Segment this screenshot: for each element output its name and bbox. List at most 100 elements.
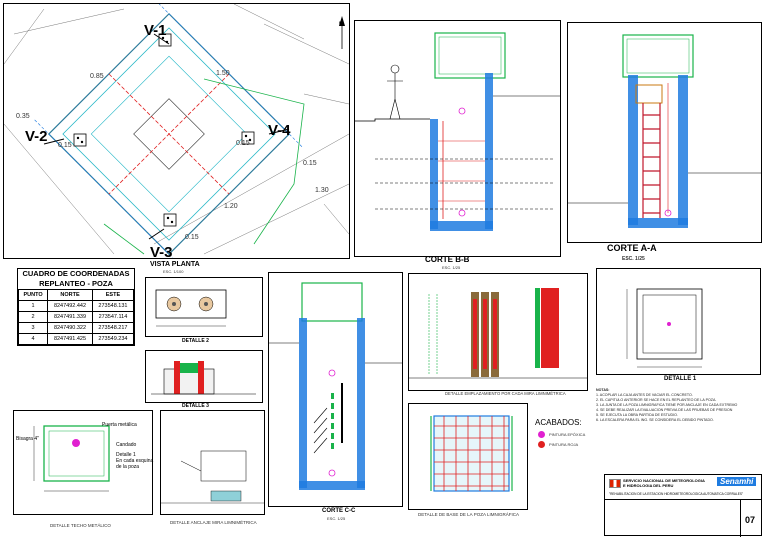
detail-2-title: DETALLE 2 <box>182 338 209 344</box>
coord-cell: 2 <box>17 311 49 323</box>
table-row: 1 8247492.442 273548.131 <box>17 300 135 312</box>
section-bb-frame <box>354 20 561 257</box>
roof-label-lock: Candado <box>116 442 137 448</box>
note-line: 3. LA JUNTA DE LA POZA LIMNIGRAFICA TIEN… <box>596 403 738 407</box>
org-name-2: E HIDROLOGIA DEL PERU <box>623 483 674 488</box>
coord-title-2: REPLANTEO - POZA <box>39 279 113 288</box>
section-cc-frame <box>268 272 403 507</box>
coord-cell: 273548.131 <box>91 300 135 312</box>
plan-dim: 1.50 <box>216 70 230 77</box>
coord-cell: 8247491.425 <box>47 333 93 345</box>
title-block-divider <box>740 499 741 537</box>
section-bb-drawing <box>355 32 560 231</box>
detail-1-drawing <box>626 288 703 368</box>
note-line: 6. LA ESCALERA PARA EL ING. SE CONSIDERA… <box>596 418 714 422</box>
section-aa-drawing <box>568 34 761 228</box>
plan-dim: 0.35 <box>16 113 30 120</box>
detail-1-frame <box>596 268 761 375</box>
roof-detail-frame <box>13 410 153 515</box>
section-aa-title: CORTE A-A <box>607 243 657 253</box>
org-flag-icon <box>609 479 621 488</box>
finish-epoxy-label: PINTURA EPÓXICA <box>549 432 586 437</box>
note-line: 5. SE EJECUTA LA OBRA PARTIDA DE ESTUDIO… <box>596 413 678 417</box>
roof-detail-title: DETALLE TECHO METÁLICO <box>50 523 111 528</box>
plan-dim: 0.85 <box>90 73 104 80</box>
note-line: 1. ACOPLAR LA CAJA ANTES DE VACIAR EL CO… <box>596 393 693 397</box>
plan-title: VISTA PLANTA <box>150 261 200 268</box>
detail-2-drawing <box>155 289 227 327</box>
detail-2-frame <box>145 277 263 337</box>
roof-label-pool: de la poza <box>116 464 140 470</box>
roof-label-door: Puerta metálica <box>102 422 137 428</box>
coord-cell: 1 <box>17 300 49 312</box>
section-cc-drawing <box>269 282 402 490</box>
section-cc-title: CORTE C-C <box>322 508 356 514</box>
coord-cell: 8247492.442 <box>47 300 93 312</box>
coord-title-1: CUADRO DE COORDENADAS <box>22 269 130 278</box>
view-label-v4: V-4 <box>268 122 291 139</box>
coord-cell: 273547.114 <box>91 311 135 323</box>
section-aa-frame <box>567 22 762 243</box>
finish-red-swatch <box>538 441 545 448</box>
coord-header: NORTE <box>47 289 93 301</box>
finishes-title: ACABADOS: <box>535 418 582 427</box>
roof-label-corner: En cada esquina <box>116 458 154 464</box>
plan-dim: 0.15 <box>185 234 199 241</box>
anchor-detail-title: DETALLE ANCLAJE MIRA LIMNIMÉTRICA <box>170 520 257 525</box>
section-bb-title: CORTE B-B <box>425 255 470 264</box>
coordinate-table-block: CUADRO DE COORDENADAS REPLANTEO - POZA P… <box>17 268 135 346</box>
roof-label-hinge: Bisagra 4" <box>16 436 39 442</box>
view-label-v1: V-1 <box>144 22 167 39</box>
coord-cell: 273548.217 <box>91 322 135 334</box>
brand-logo: Senamhi <box>717 477 757 486</box>
plan-dim: 0.15 <box>236 140 250 147</box>
coord-cell: 8247491.339 <box>47 311 93 323</box>
emplacement-detail-drawing <box>409 288 587 379</box>
title-block: SERVICIO NACIONAL DE METEOROLOGIA E HIDR… <box>604 474 762 537</box>
coord-cell: 3 <box>17 322 49 334</box>
base-detail-title: DETALLE DE BASE DE LA POZA LIMNIGRÁFICA <box>418 512 519 517</box>
anchor-detail-drawing <box>161 450 264 504</box>
org-name-1: SERVICIO NACIONAL DE METEOROLOGIA <box>623 478 705 483</box>
section-aa-scale: ESC. 1/25 <box>622 256 645 262</box>
detail-3-frame <box>145 350 263 403</box>
roof-detail-drawing <box>33 425 110 492</box>
base-detail-drawing <box>430 415 513 492</box>
finish-epoxy-swatch <box>538 431 545 438</box>
plan-dim: 1.30 <box>315 187 329 194</box>
plan-dim: 0.15 <box>58 142 72 149</box>
north-label: N <box>339 22 344 28</box>
emplacement-detail-frame <box>408 273 588 391</box>
coord-header: PUNTO <box>17 289 49 301</box>
coord-cell: 273549.234 <box>91 333 135 345</box>
table-row: 4 8247491.425 273549.234 <box>17 333 135 345</box>
emplacement-detail-title: DETALLE EMPLAZAMIENTO POR CADA MIRA LIMN… <box>445 391 566 396</box>
notes-label: NOTAS: <box>596 388 610 392</box>
sheet-number: 07 <box>745 515 756 525</box>
note-line: 2. EL CAPITULO ANTERIOR SE HACE EN EL RE… <box>596 398 717 402</box>
plan-dim: 0.15 <box>303 160 317 167</box>
view-label-v3: V-3 <box>150 244 173 261</box>
section-bb-scale: ESC. 1/25 <box>442 265 461 270</box>
title-block-divider <box>605 499 761 500</box>
detail-1-title: DETALLE 1 <box>664 376 697 382</box>
detail-3-title: DETALLE 3 <box>182 403 209 409</box>
coord-cell: 8247490.322 <box>47 322 93 334</box>
view-label-v2: V-2 <box>25 128 48 145</box>
table-row: 3 8247490.322 273548.217 <box>17 322 135 334</box>
coord-cell: 4 <box>17 333 49 345</box>
coordinate-table: PUNTO NORTE ESTE 1 8247492.442 273548.13… <box>17 289 135 345</box>
notes-block: NOTAS: 1. ACOPLAR LA CAJA ANTES DE VACIA… <box>596 388 761 423</box>
section-cc-scale: ESC. 1/25 <box>327 516 346 521</box>
roof-label-detail: Detalle 1 <box>116 452 136 458</box>
plan-view-frame <box>3 3 350 259</box>
table-row: 2 8247491.339 273547.114 <box>17 311 135 323</box>
detail-3-drawing <box>151 361 256 395</box>
coord-header: ESTE <box>91 289 135 301</box>
anchor-detail-frame <box>160 410 265 515</box>
note-line: 4. SE DEBE REALIZAR LA EVALUACION PREVIA… <box>596 408 733 412</box>
project-name: "REHABILITACION DE LA ESTACION HIDROMETE… <box>609 492 744 496</box>
plan-scale: ESC. 1/100 <box>163 269 184 274</box>
plan-view-drawing <box>4 4 349 258</box>
